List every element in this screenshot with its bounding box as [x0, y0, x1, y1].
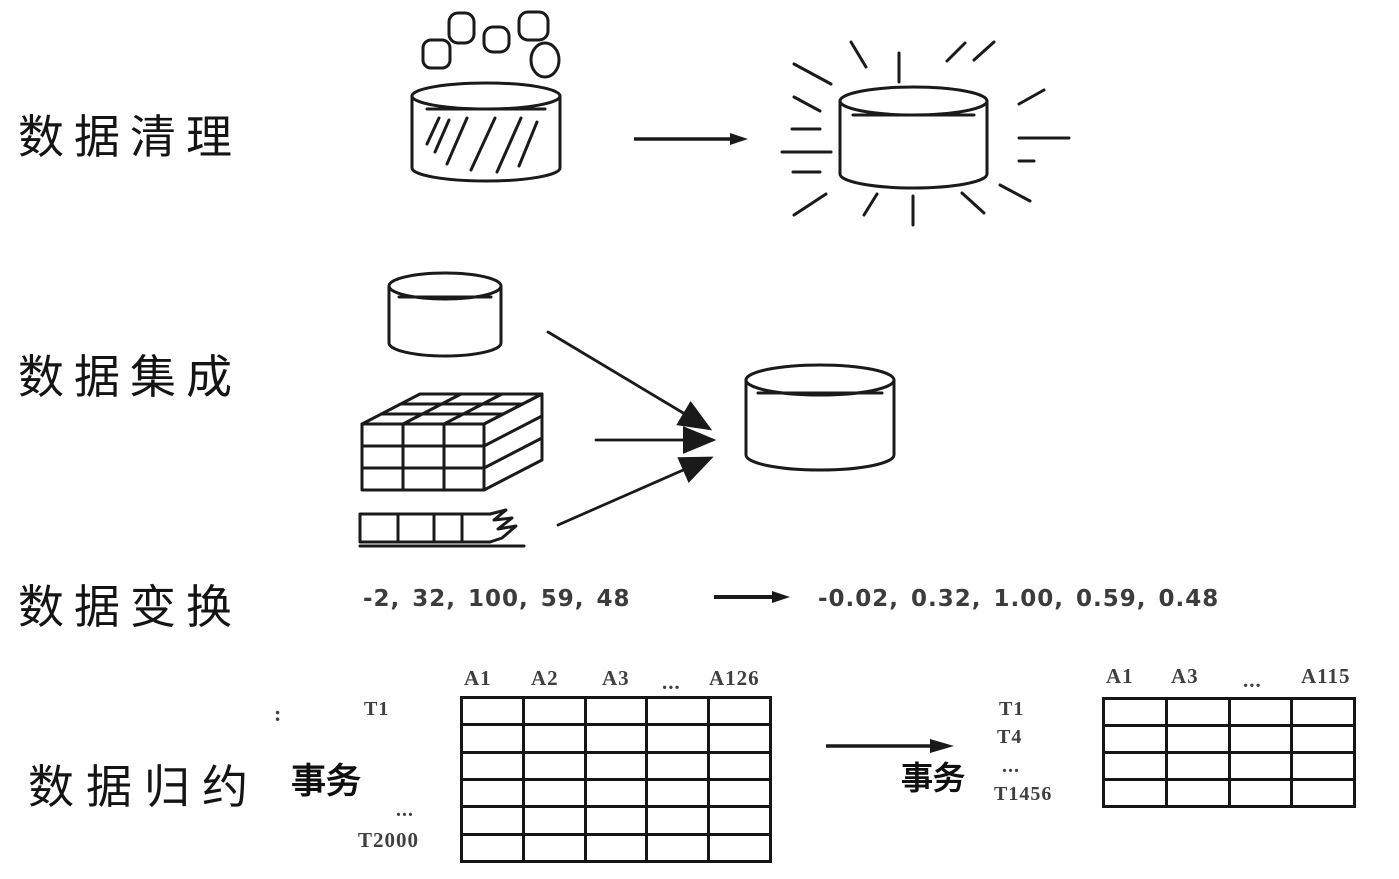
table-cell [710, 753, 769, 778]
table-cell [710, 808, 769, 833]
right-col-header-a115: A115 [1301, 664, 1351, 688]
merged-database-icon [744, 363, 896, 472]
left-col-header-ellipsis: ... [662, 670, 681, 694]
table-cell [1105, 700, 1165, 724]
table-cell [648, 753, 708, 778]
table-cell [1230, 781, 1291, 805]
label-data-cleaning: 数据清理 [18, 112, 242, 163]
left-row-label-t2000: T2000 [358, 828, 420, 852]
table-cell [586, 808, 646, 833]
table-cell [648, 835, 708, 860]
reduction-result-table [1102, 697, 1356, 808]
label-data-transformation: 数据变换 [18, 582, 242, 633]
table-cell [463, 753, 522, 778]
table-cell [1230, 700, 1291, 724]
flat-file-icon [358, 508, 526, 548]
left-axis-label-transactions: 事务 [291, 762, 362, 801]
table-cell [710, 726, 769, 751]
values-after-transform: -0.02, 0.32, 1.00, 0.59, 0.48 [818, 586, 1220, 612]
table-cell [1293, 754, 1353, 778]
arrow-right-icon [634, 133, 748, 145]
table-cell [1167, 700, 1228, 724]
right-col-header-a1: A1 [1106, 664, 1134, 688]
table-cell [586, 699, 646, 724]
left-col-header-a2: A2 [531, 666, 559, 690]
table-cell [710, 780, 769, 806]
table-cell [463, 808, 522, 833]
table-cell [1230, 754, 1291, 778]
arrow-right-icon [826, 739, 954, 753]
table-cell [524, 808, 584, 833]
arrow-right-icon [714, 591, 790, 603]
left-col-header-a1: A1 [464, 666, 492, 690]
table-cell [463, 780, 522, 806]
table-cell [1293, 781, 1353, 805]
table-cell [524, 753, 584, 778]
table-cell [648, 699, 708, 724]
values-before-transform: -2, 32, 100, 59, 48 [363, 586, 631, 612]
left-row-label-t1: T1 [364, 698, 390, 720]
dirty-database-icon [410, 10, 562, 183]
table-cell [586, 726, 646, 751]
noise-bubble [421, 38, 452, 70]
table-cell [710, 835, 769, 860]
table-cell [463, 726, 522, 751]
left-table-side-mark: : [274, 701, 283, 726]
table-cell [710, 699, 769, 724]
data-cube-icon [360, 392, 544, 492]
table-cell [648, 780, 708, 806]
right-row-label-t1: T1 [999, 698, 1025, 720]
table-cell [1293, 727, 1353, 751]
table-cell [524, 699, 584, 724]
table-cell [524, 835, 584, 860]
right-axis-label-transactions: 事务 [901, 760, 966, 796]
table-cell [586, 835, 646, 860]
table-cell [1105, 781, 1165, 805]
right-col-header-ellipsis: ... [1243, 668, 1262, 692]
right-row-label-t4: T4 [997, 726, 1023, 748]
database-icon [387, 271, 503, 358]
table-cell [1167, 781, 1228, 805]
table-cell [463, 835, 522, 860]
left-row-label-ellipsis: ... [396, 799, 414, 821]
table-cell [1167, 754, 1228, 778]
label-data-integration: 数据集成 [18, 352, 242, 403]
table-cell [586, 753, 646, 778]
table-cell [1105, 727, 1165, 751]
table-cell [648, 808, 708, 833]
table-cell [648, 726, 708, 751]
merge-arrows-icon [546, 330, 717, 527]
reduction-source-table [460, 696, 772, 863]
table-cell [463, 699, 522, 724]
right-row-label-t1456: T1456 [994, 783, 1053, 805]
table-cell [586, 780, 646, 806]
table-cell [1230, 727, 1291, 751]
right-row-label-ellipsis: ... [1002, 755, 1020, 777]
left-col-header-a126: A126 [709, 666, 760, 690]
table-cell [524, 780, 584, 806]
table-cell [1105, 754, 1165, 778]
table-cell [1167, 727, 1228, 751]
left-col-header-a3: A3 [602, 666, 630, 690]
label-data-reduction: 数据归约 [28, 762, 260, 813]
right-col-header-a3: A3 [1171, 664, 1199, 688]
table-cell [524, 726, 584, 751]
clean-shining-database-icon [780, 40, 1071, 227]
table-cell [1293, 700, 1353, 724]
